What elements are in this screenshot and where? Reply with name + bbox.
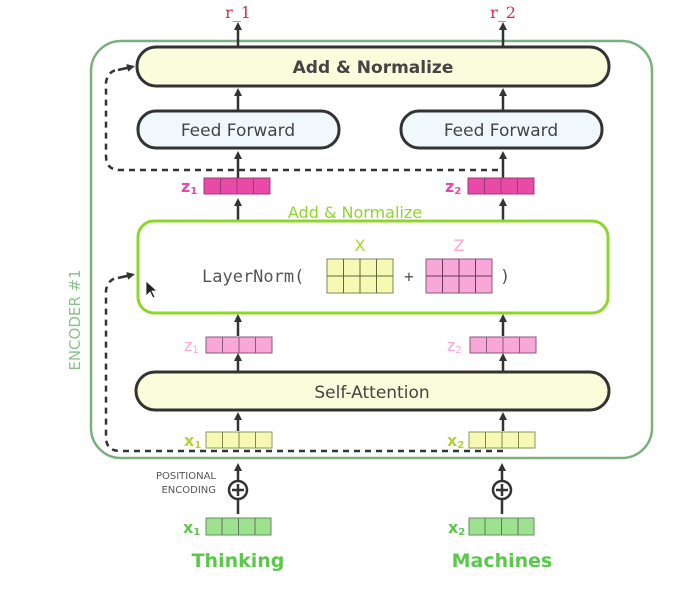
layernorm-close-paren: ) [500,267,510,287]
mouse-cursor-icon [145,280,159,299]
positional-add-1 [227,463,249,514]
positional-encoding-line1: POSITIONAL [156,471,216,482]
matrix-z [425,258,493,294]
vector-x1-input [205,431,273,449]
vector-z2-normalized [467,177,535,195]
feed-forward-1-label: Feed Forward [181,121,295,141]
positional-add-2 [491,463,513,514]
add-normalize-top-label: Add & Normalize [293,58,454,78]
matrix-x [326,258,394,294]
vector-z1-attention [205,336,273,354]
residual-arrow-top [117,64,135,72]
vector-z1-normalized [203,177,271,195]
residual-path-top [104,68,498,172]
self-attention-label: Self-Attention [314,383,429,403]
word-machines: Machines [452,550,553,572]
feed-forward-1-block [136,109,341,150]
feed-forward-2-block [399,109,604,150]
output-r1: r_1 [225,3,251,22]
x2-embedding-label: x2 [448,518,465,538]
output-r2: r_2 [490,3,516,22]
add-normalize-top-block [135,45,611,88]
layernorm-function: LayerNorm( [202,267,304,287]
encoder-outline [89,39,654,460]
plus-sign: + [404,267,414,286]
residual-path-bottom [104,276,503,453]
self-attention-block [134,370,611,412]
word-thinking: Thinking [192,550,285,572]
matrix-z-label: Z [454,236,465,255]
encoder-label: ENCODER #1 [66,269,84,370]
z2-attention-label: z2 [447,336,462,356]
vector-z2-attention [469,336,537,354]
z1-attention-label: z1 [184,336,199,356]
matrix-x-label: X [355,236,366,255]
z1-normalized-label: z1 [181,177,197,197]
z2-normalized-label: z2 [445,177,461,197]
vector-x2-input [468,431,536,449]
positional-encoding-line2: ENCODING [161,485,216,496]
x1-embedding-label: x1 [183,518,200,538]
feed-forward-2-label: Feed Forward [444,121,558,141]
vector-x2-embedding [468,517,535,536]
residual-arrow-bottom [117,272,135,280]
vector-x1-embedding [205,517,272,536]
add-normalize-mid-label: Add & Normalize [288,203,422,222]
x1-input-label: x1 [184,431,201,451]
x2-input-label: x2 [447,431,464,451]
